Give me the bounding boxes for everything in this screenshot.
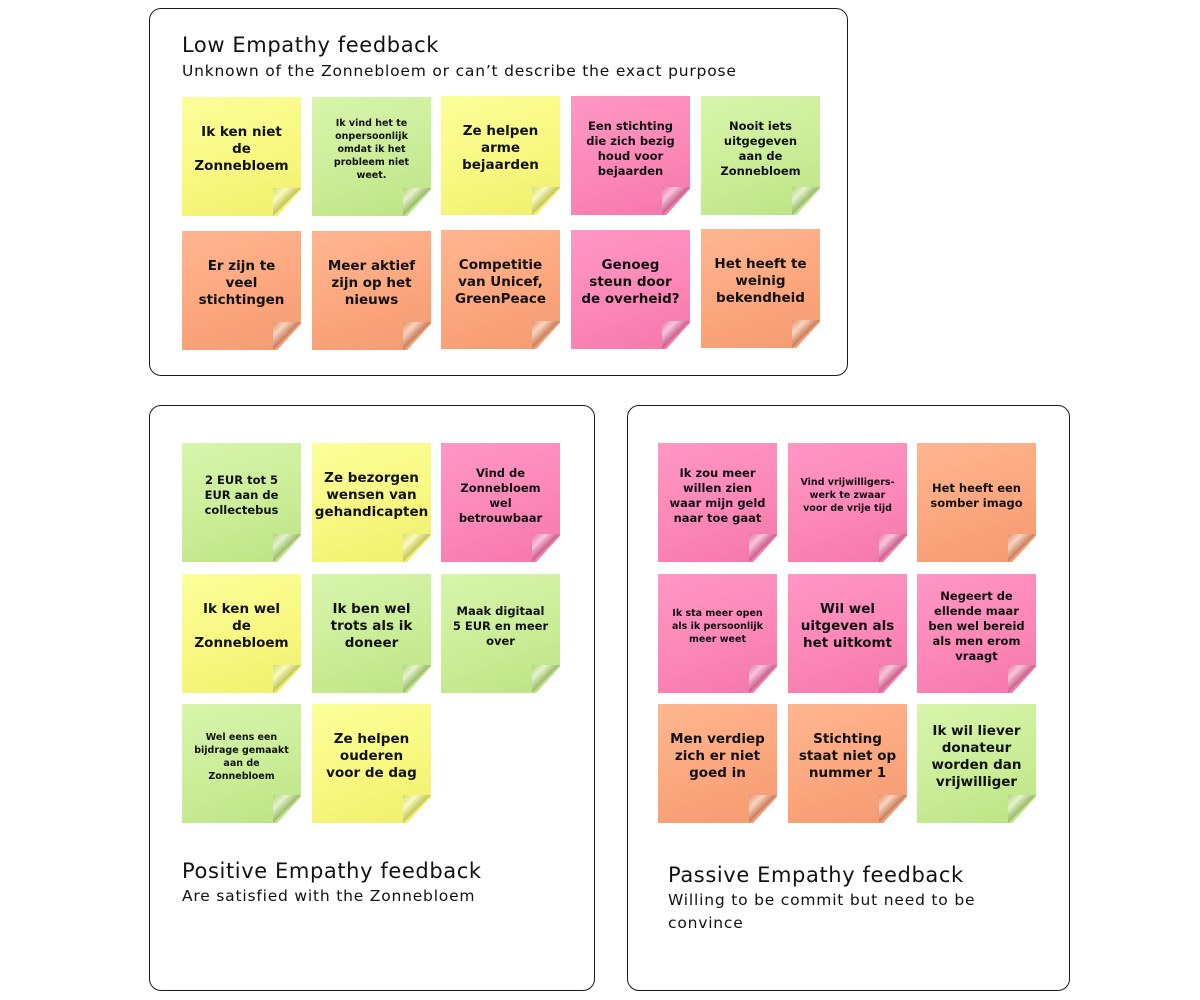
sticky-note: Genoeg steun door de overheid? [571, 230, 690, 349]
sticky-note: Een stichting die zich bezig houd voor b… [571, 96, 690, 215]
passive-empathy-title: Passive Empathy feedback [668, 863, 964, 887]
sticky-note: Ik ben wel trots als ik doneer [312, 574, 431, 693]
sticky-note: Meer aktief zijn op het nieuws [312, 231, 431, 350]
sticky-note: Stichting staat niet op nummer 1 [788, 704, 907, 823]
sticky-note: Ze helpen ouderen voor de dag [312, 704, 431, 823]
sticky-note: Het heeft een somber imago [917, 443, 1036, 562]
sticky-note: Ik zou meer willen zien waar mijn geld n… [658, 443, 777, 562]
sticky-note: Men verdiep zich er niet goed in [658, 704, 777, 823]
sticky-note: Negeert de ellende maar ben wel bereid a… [917, 574, 1036, 693]
sticky-note: Ik ken wel de Zonnebloem [182, 574, 301, 693]
passive-empathy-subtitle: Willing to be commit but need to be conv… [668, 891, 976, 932]
sticky-note: Vind vrijwilligers-werk te zwaar voor de… [788, 443, 907, 562]
sticky-note: Competitie van Unicef, GreenPeace [441, 230, 560, 349]
sticky-note: Ik wil liever donateur worden dan vrijwi… [917, 704, 1036, 823]
sticky-note: Nooit iets uitgegeven aan de Zonnebloem [701, 96, 820, 215]
sticky-note: Vind de Zonnebloem wel betrouwbaar [441, 443, 560, 562]
low-empathy-title: Low Empathy feedback [182, 33, 440, 57]
positive-empathy-title: Positive Empathy feedback [182, 859, 482, 883]
sticky-note: Wel eens een bijdrage gemaakt aan de Zon… [182, 704, 301, 823]
sticky-note: 2 EUR tot 5 EUR aan de collectebus [182, 443, 301, 562]
sticky-note: Ik vind het te onpersoonlijk omdat ik he… [312, 97, 431, 216]
sticky-note: Wil wel uitgeven als het uitkomt [788, 574, 907, 693]
sticky-note: Ik ken niet de Zonnebloem [182, 97, 301, 216]
positive-empathy-subtitle: Are satisfied with the Zonnebloem [182, 887, 476, 905]
sticky-note: Ze bezorgen wensen van gehandicapten [312, 443, 431, 562]
sticky-note: Ze helpen arme bejaarden [441, 96, 560, 215]
low-empathy-subtitle: Unknown of the Zonnebloem or can’t descr… [182, 62, 737, 80]
sticky-note: Ik sta meer open als ik persoonlijk meer… [658, 574, 777, 693]
sticky-note: Het heeft te weinig bekendheid [701, 229, 820, 348]
sticky-note: Er zijn te veel stichtingen [182, 231, 301, 350]
sticky-note: Maak digitaal 5 EUR en meer over [441, 574, 560, 693]
